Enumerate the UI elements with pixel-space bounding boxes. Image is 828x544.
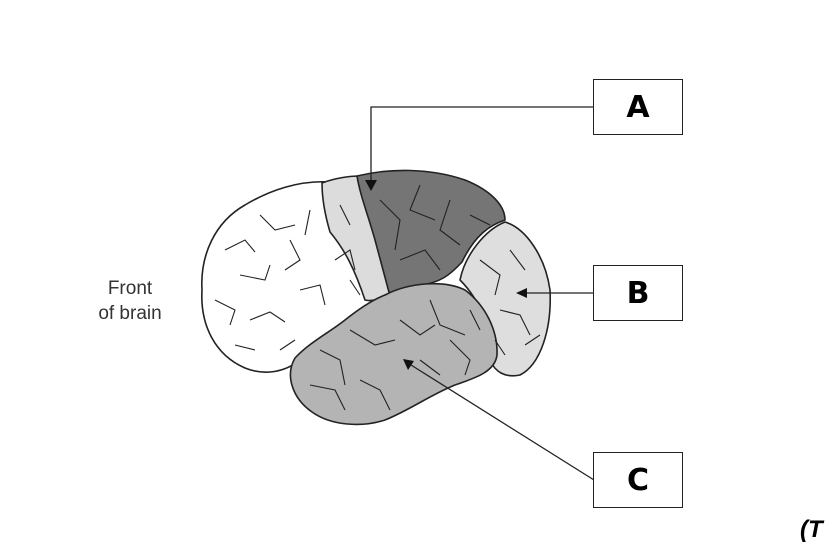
label-box-b: B: [593, 265, 683, 321]
brain-gyri: [214, 184, 541, 411]
front-of-brain-label: Front of brain: [80, 276, 180, 326]
label-box-c: C: [593, 452, 683, 508]
label-b: B: [626, 275, 650, 311]
front-label-line1: Front: [107, 278, 153, 299]
temporal-lobe: [289, 282, 498, 426]
label-box-a: A: [593, 79, 683, 135]
front-label-line2: of brain: [98, 303, 162, 324]
arrow-b-icon: [516, 288, 527, 298]
footer-fragment: (T: [800, 516, 823, 543]
premotor-region: [321, 175, 396, 302]
parietal-region: [356, 169, 506, 297]
arrow-c-icon: [403, 359, 414, 370]
label-a: A: [626, 89, 650, 125]
label-c: C: [626, 462, 650, 498]
pointer-lines: [370, 106, 595, 481]
occipital-region: [459, 221, 551, 377]
arrow-a-icon: [365, 180, 377, 191]
